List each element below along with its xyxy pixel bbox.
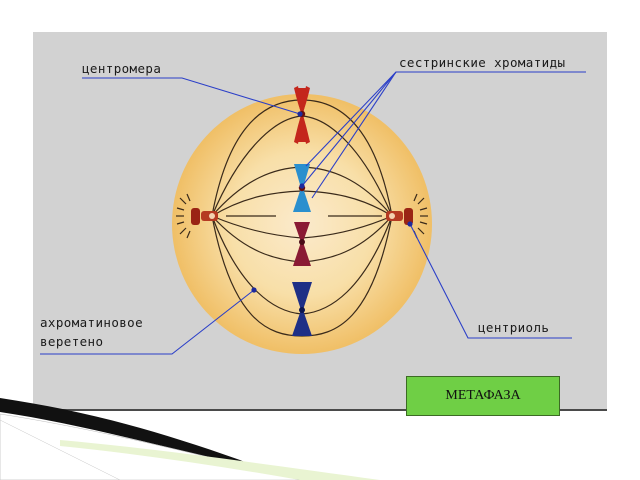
stage-badge: МЕТАФАЗА	[406, 376, 560, 416]
chromosome-icon-maroon	[293, 222, 311, 266]
pointer-centromere	[82, 77, 301, 115]
decorative-swoosh	[0, 398, 380, 480]
stage-badge-label: МЕТАФАЗА	[445, 388, 521, 403]
label-spindle-line2: веретено	[40, 334, 104, 349]
spindle-fibers	[211, 99, 393, 337]
label-centromere: центромера	[82, 61, 162, 76]
pointer-lines	[40, 71, 586, 355]
pointer-sister-chromatids-3	[311, 71, 397, 199]
label-spindle-line1: ахроматиновое	[40, 315, 144, 330]
pointer-centriole	[409, 223, 572, 339]
chromosome-icon-navy	[292, 282, 312, 336]
chromosome-icon-red	[294, 86, 310, 144]
pointer-spindle	[40, 289, 255, 355]
pointer-sister-chromatids-2	[305, 71, 397, 167]
centriole-icon-left	[176, 193, 218, 239]
panel-bottom-edge	[33, 409, 607, 411]
centriole-icon-right	[386, 193, 428, 239]
label-sister-chromatids: сестринские хроматиды	[399, 55, 566, 70]
label-centriole: центриоль	[478, 320, 550, 335]
pointer-dots	[251, 111, 413, 293]
